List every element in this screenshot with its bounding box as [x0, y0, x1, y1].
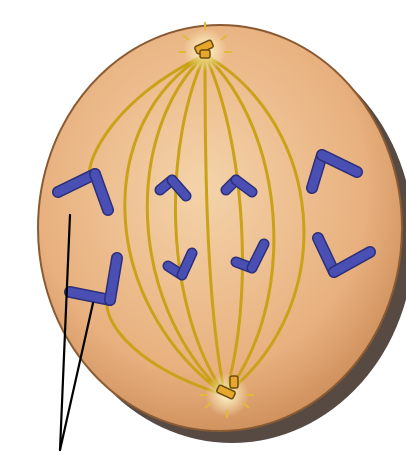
centriole	[230, 376, 238, 388]
centriole	[200, 50, 210, 58]
